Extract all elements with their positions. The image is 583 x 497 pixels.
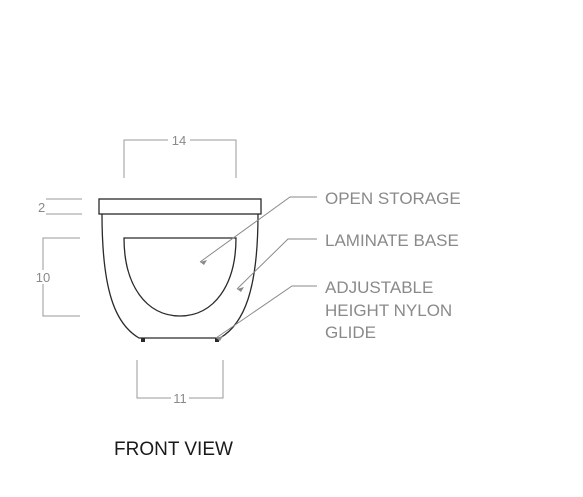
glide-left [141,338,145,342]
label-glide-line3: GLIDE [325,323,376,342]
label-glide-line2: HEIGHT NYLON [325,301,452,320]
tabletop [98,198,262,215]
leader-open-storage [199,196,317,263]
dimension-top-thickness-label: 2 [38,200,45,215]
label-glide-line1: ADJUSTABLE [325,278,433,297]
base-body [101,213,259,339]
dimension-body-height: 10 [36,237,80,317]
dimension-top-width: 14 [123,133,237,178]
furniture-outline [98,198,262,342]
dimension-top-width-label: 14 [172,133,186,148]
leader-lines [199,196,317,341]
open-storage-cutout [123,237,237,317]
dimension-base-width: 11 [136,360,224,406]
label-laminate-base: LAMINATE BASE [325,231,459,250]
dimension-base-width-label: 11 [173,391,187,406]
glide-right [215,338,219,342]
leader-glide [215,285,317,339]
dimension-body-height-label: 10 [36,270,50,285]
leader-laminate-base [236,238,317,290]
view-title: FRONT VIEW [114,439,233,460]
dimension-top-thickness: 2 [38,198,82,215]
label-open-storage: OPEN STORAGE [325,189,461,208]
